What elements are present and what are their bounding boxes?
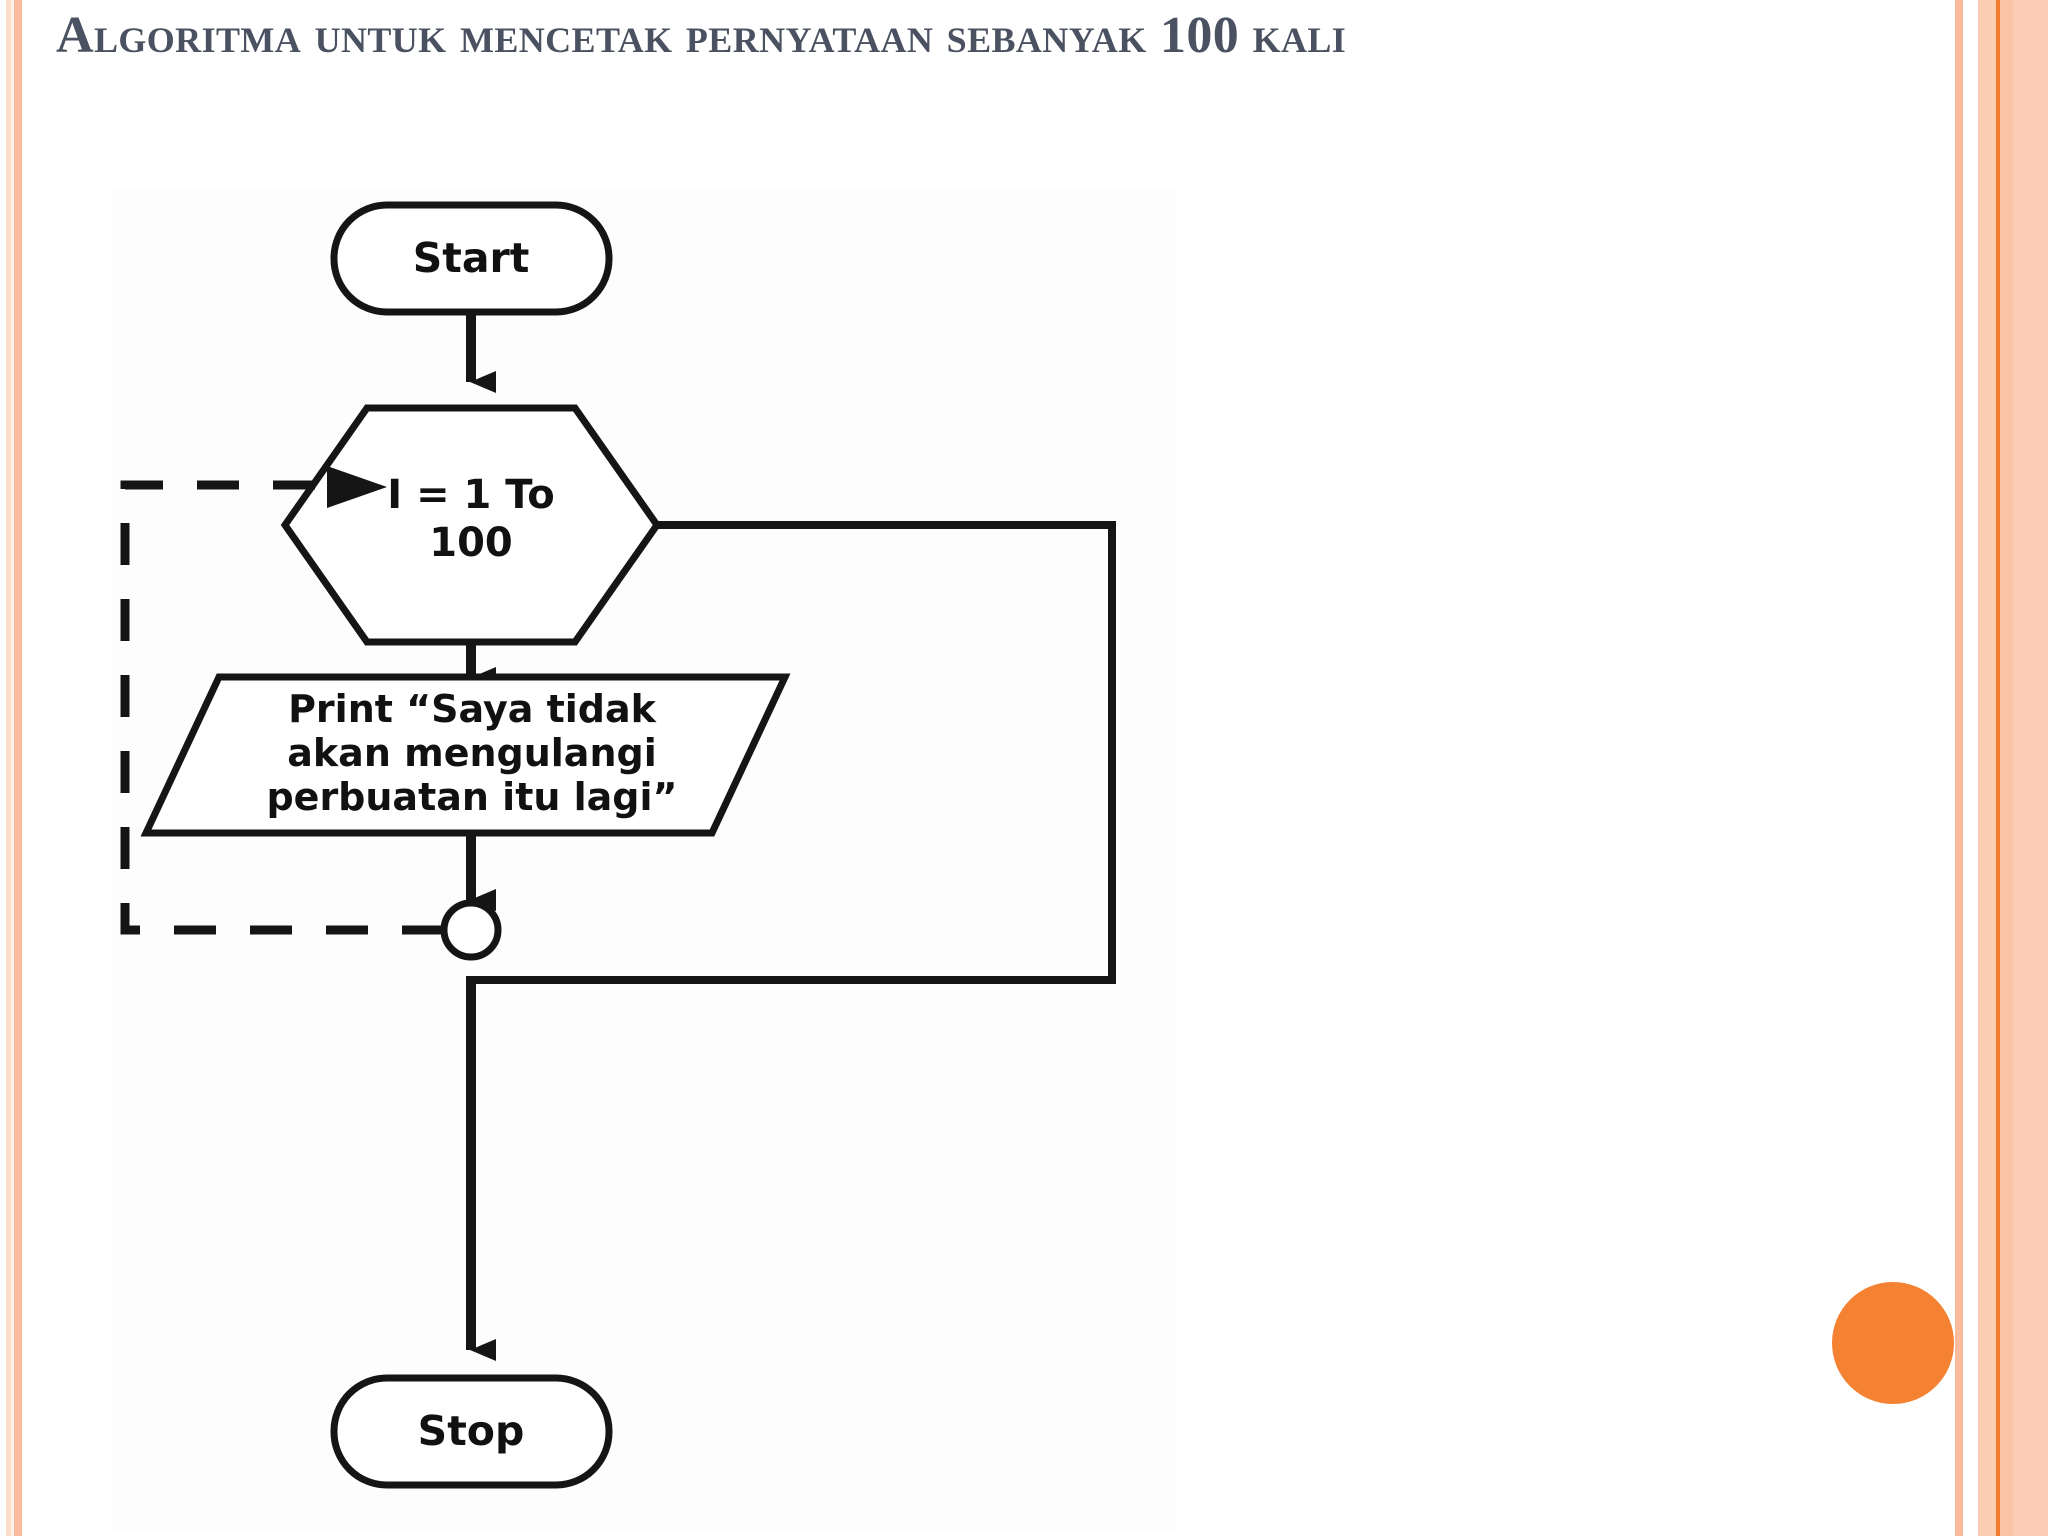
node-print: Print “Saya tidak akan mengulangi perbua… [140, 673, 791, 837]
decor-stripe-right-accent-line [1996, 0, 2000, 1536]
flowchart-svg: Start I = 1 To 100 Print “Saya tidak aka… [120, 201, 1116, 1489]
decor-stripe-right-2 [1978, 0, 1996, 1536]
flowchart-diagram: Start I = 1 To 100 Print “Saya tidak aka… [112, 190, 1177, 1530]
decor-stripe-right-3 [2000, 0, 2013, 1536]
loop-shape [280, 404, 662, 646]
start-label: Start [413, 234, 530, 282]
node-connector [440, 899, 502, 961]
decor-stripe-right-4 [2013, 0, 2048, 1536]
print-label-line2: akan mengulangi [287, 731, 656, 775]
accent-circle [1832, 1282, 1954, 1404]
decor-stripe-left-middle [11, 0, 14, 1536]
loop-label-line1: I = 1 To [387, 472, 554, 518]
print-label-line1: Print “Saya tidak [288, 687, 657, 731]
loopback-arrowhead [327, 466, 387, 508]
decor-stripe-right-1 [1955, 0, 1963, 1536]
node-start: Start [330, 201, 613, 316]
loop-label-line2: 100 [429, 520, 513, 566]
decor-stripe-left-inner [14, 0, 22, 1536]
decor-stripe-left-outer [6, 0, 11, 1536]
node-loop: I = 1 To 100 [280, 404, 662, 646]
edge-connector-to-loop-dashed [120, 466, 444, 935]
print-label-line3: perbuatan itu lagi” [266, 775, 677, 819]
loopback-dashed-path [120, 480, 444, 935]
print-shape [140, 673, 791, 837]
decor-stripe-right-gap [1963, 0, 1978, 1536]
node-stop: Stop [330, 1374, 613, 1489]
stop-shape [330, 1374, 613, 1489]
stop-label: Stop [418, 1407, 525, 1455]
edge-loop-exit-rail [471, 521, 1116, 984]
page-title: Algoritma untuk mencetak pernyataan seba… [56, 7, 1347, 64]
